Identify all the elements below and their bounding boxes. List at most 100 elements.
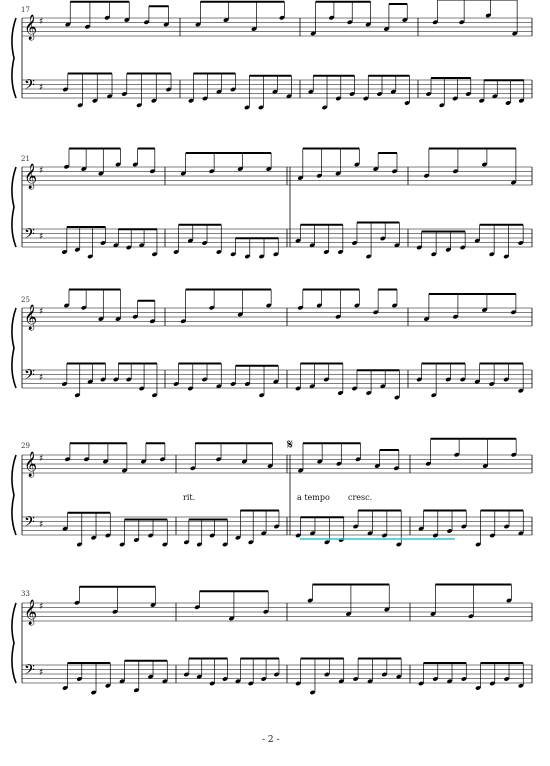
- note-head: [489, 382, 495, 386]
- note-head: [352, 386, 358, 391]
- note-head: [492, 94, 498, 99]
- note-head: [481, 308, 488, 312]
- note-head: [115, 162, 121, 167]
- note-head: [512, 31, 518, 36]
- bass-clef-icon: 𝄢: [24, 514, 35, 534]
- bass-notes: [295, 221, 400, 259]
- note-head: [324, 672, 330, 677]
- note-head: [355, 457, 361, 462]
- note-head: [136, 103, 142, 108]
- bass-notes: [188, 72, 292, 110]
- bass-staff: [22, 369, 532, 389]
- note-head: [251, 27, 257, 31]
- key-sharp-icon: ♯: [39, 166, 43, 176]
- measure-number-21: 21: [21, 155, 30, 163]
- bass-notes: [173, 362, 279, 398]
- note-head: [248, 681, 254, 686]
- note-head: [336, 461, 342, 466]
- bass-notes: [416, 362, 524, 398]
- note-head: [196, 674, 202, 679]
- note-head: [297, 305, 303, 310]
- brace-icon: [11, 602, 17, 684]
- note-head: [74, 600, 80, 605]
- note-head: [394, 395, 400, 400]
- note-head: [258, 105, 264, 110]
- note-head: [222, 542, 228, 547]
- note-head: [366, 391, 372, 395]
- a-tempo-marking: a tempo: [297, 493, 330, 502]
- note-head: [119, 679, 125, 684]
- note-head: [149, 169, 155, 174]
- key-sharp-icon: ♯: [39, 17, 43, 27]
- note-head: [126, 377, 132, 382]
- note-head: [107, 94, 113, 99]
- note-head: [394, 243, 400, 248]
- bass-notes: [295, 362, 400, 400]
- treble-notes: [432, 0, 518, 36]
- note-head: [432, 677, 438, 681]
- key-sharp-icon: ♯: [39, 602, 43, 612]
- note-head: [503, 377, 509, 382]
- note-head: [392, 303, 398, 308]
- note-head: [180, 319, 186, 324]
- treble-notes: [423, 147, 517, 185]
- note-head: [228, 616, 235, 621]
- brace-icon: [11, 17, 17, 99]
- note-head: [316, 303, 322, 308]
- treble-staff: [22, 454, 532, 474]
- note-head: [439, 103, 445, 108]
- note-head: [202, 96, 208, 101]
- note-head: [295, 533, 301, 538]
- note-head: [460, 377, 466, 382]
- note-head: [173, 250, 179, 254]
- note-head: [132, 314, 138, 319]
- note-head: [152, 393, 158, 398]
- treble-notes: [298, 442, 400, 473]
- page-number: - 2 -: [262, 735, 280, 745]
- note-head: [365, 22, 371, 27]
- note-head: [100, 377, 106, 382]
- brace-icon: [11, 307, 17, 389]
- note-head: [237, 167, 243, 171]
- note-head: [474, 379, 480, 384]
- note-head: [248, 540, 254, 545]
- note-head: [335, 96, 341, 101]
- note-head: [475, 542, 481, 547]
- note-head: [261, 677, 267, 681]
- bass-clef-icon: 𝄢: [24, 77, 35, 97]
- note-head: [425, 461, 431, 466]
- note-head: [459, 20, 465, 25]
- treble-notes: [74, 585, 156, 614]
- note-head: [173, 382, 179, 386]
- note-head: [353, 677, 359, 681]
- note-head: [76, 677, 82, 681]
- note-head: [263, 609, 269, 614]
- note-head: [62, 686, 68, 690]
- note-head: [105, 683, 111, 688]
- note-head: [159, 457, 166, 462]
- treble-staff: [22, 602, 532, 622]
- note-head: [316, 173, 322, 178]
- note-head: [518, 98, 524, 103]
- measure-number-17: 17: [21, 6, 30, 14]
- note-head: [244, 105, 250, 110]
- key-sharp-icon: ♯: [39, 83, 43, 93]
- note-head: [482, 464, 488, 468]
- note-head: [274, 524, 280, 529]
- note-head: [506, 598, 512, 603]
- treble-notes: [425, 437, 517, 468]
- note-head: [384, 607, 390, 612]
- note-head: [396, 674, 402, 679]
- brace-icon: [11, 166, 17, 248]
- note-head: [298, 468, 304, 473]
- bass-staff: [22, 79, 532, 99]
- note-head: [393, 466, 399, 471]
- measure-number-29: 29: [21, 442, 30, 450]
- note-head: [83, 457, 90, 462]
- note-head: [259, 254, 265, 259]
- note-head: [323, 377, 329, 382]
- note-head: [504, 524, 510, 529]
- treble-notes: [180, 152, 272, 176]
- treble-notes: [64, 442, 166, 473]
